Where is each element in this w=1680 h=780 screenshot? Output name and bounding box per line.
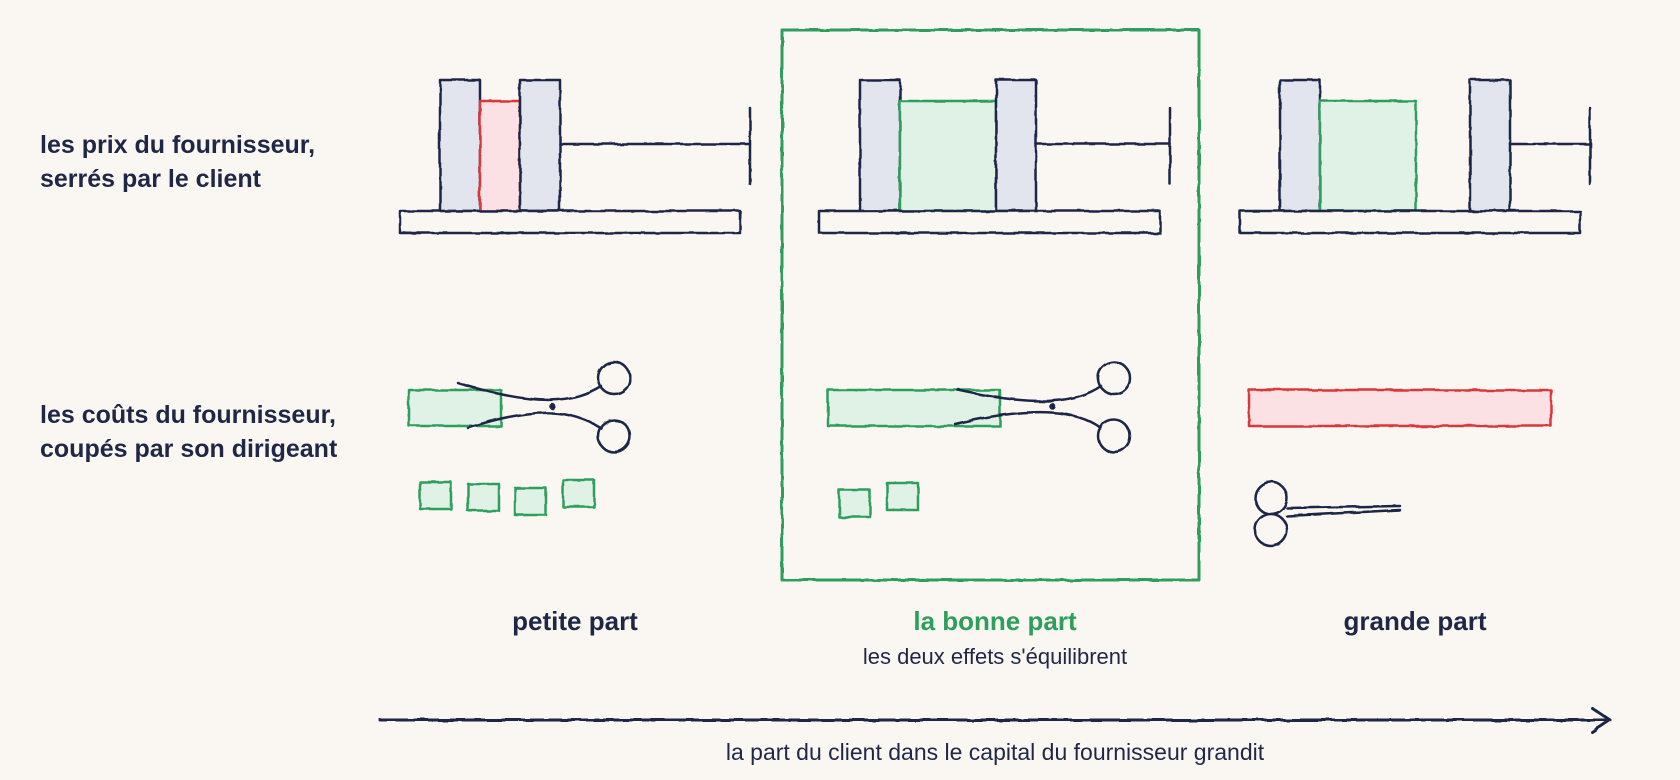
vise-fixed-jaw <box>858 78 902 213</box>
row-label-prices-line2: serrés par le client <box>40 165 261 193</box>
highlight-frame <box>780 28 1201 582</box>
column-title-small: petite part <box>512 606 638 636</box>
column-subtitle-good: les deux effets s'équilibrent <box>862 644 1128 669</box>
cut-piece-icon <box>561 478 596 509</box>
cut-piece-icon <box>837 488 872 519</box>
row-label-prices: les prix du fournisseur, serrés par le c… <box>40 128 360 196</box>
cost-strip-uncut <box>1247 388 1553 428</box>
scissors-icon <box>1253 480 1402 548</box>
vise-icon <box>817 78 1172 235</box>
vise-icon <box>398 78 752 235</box>
scissors-icon <box>953 360 1132 454</box>
column-title-large: grande part <box>1343 606 1487 636</box>
vise-moving-jaw <box>518 78 562 213</box>
vise-fixed-jaw <box>438 78 482 213</box>
price-block-squeezed <box>478 99 522 213</box>
cost-strip-small <box>407 388 503 428</box>
cut-piece-icon <box>885 481 920 512</box>
vise-moving-jaw <box>994 78 1038 213</box>
row-label-costs: les coûts du fournisseur, coupés par son… <box>40 398 360 466</box>
cut-piece-icon <box>466 482 501 513</box>
cut-piece-icon <box>418 480 453 511</box>
axis-label: la part du client dans le capital du fou… <box>725 739 1265 765</box>
price-block-loose <box>1318 99 1418 213</box>
row-label-costs-line2: coupés par son dirigeant <box>40 435 338 463</box>
vise-moving-jaw <box>1468 78 1512 213</box>
row-label-costs-line1: les coûts du fournisseur, <box>40 401 336 429</box>
vise-icon <box>1238 78 1592 235</box>
arrow-right-icon <box>378 706 1612 734</box>
vise-base <box>817 209 1162 235</box>
vise-fixed-jaw <box>1278 78 1322 213</box>
row-label-prices-line1: les prix du fournisseur, <box>40 131 316 159</box>
price-block-balanced <box>898 99 998 213</box>
column-title-good: la bonne part <box>913 606 1077 636</box>
cut-piece-icon <box>513 486 548 517</box>
vise-base <box>398 209 742 235</box>
vise-base <box>1238 209 1582 235</box>
scissors-icon <box>456 360 632 454</box>
